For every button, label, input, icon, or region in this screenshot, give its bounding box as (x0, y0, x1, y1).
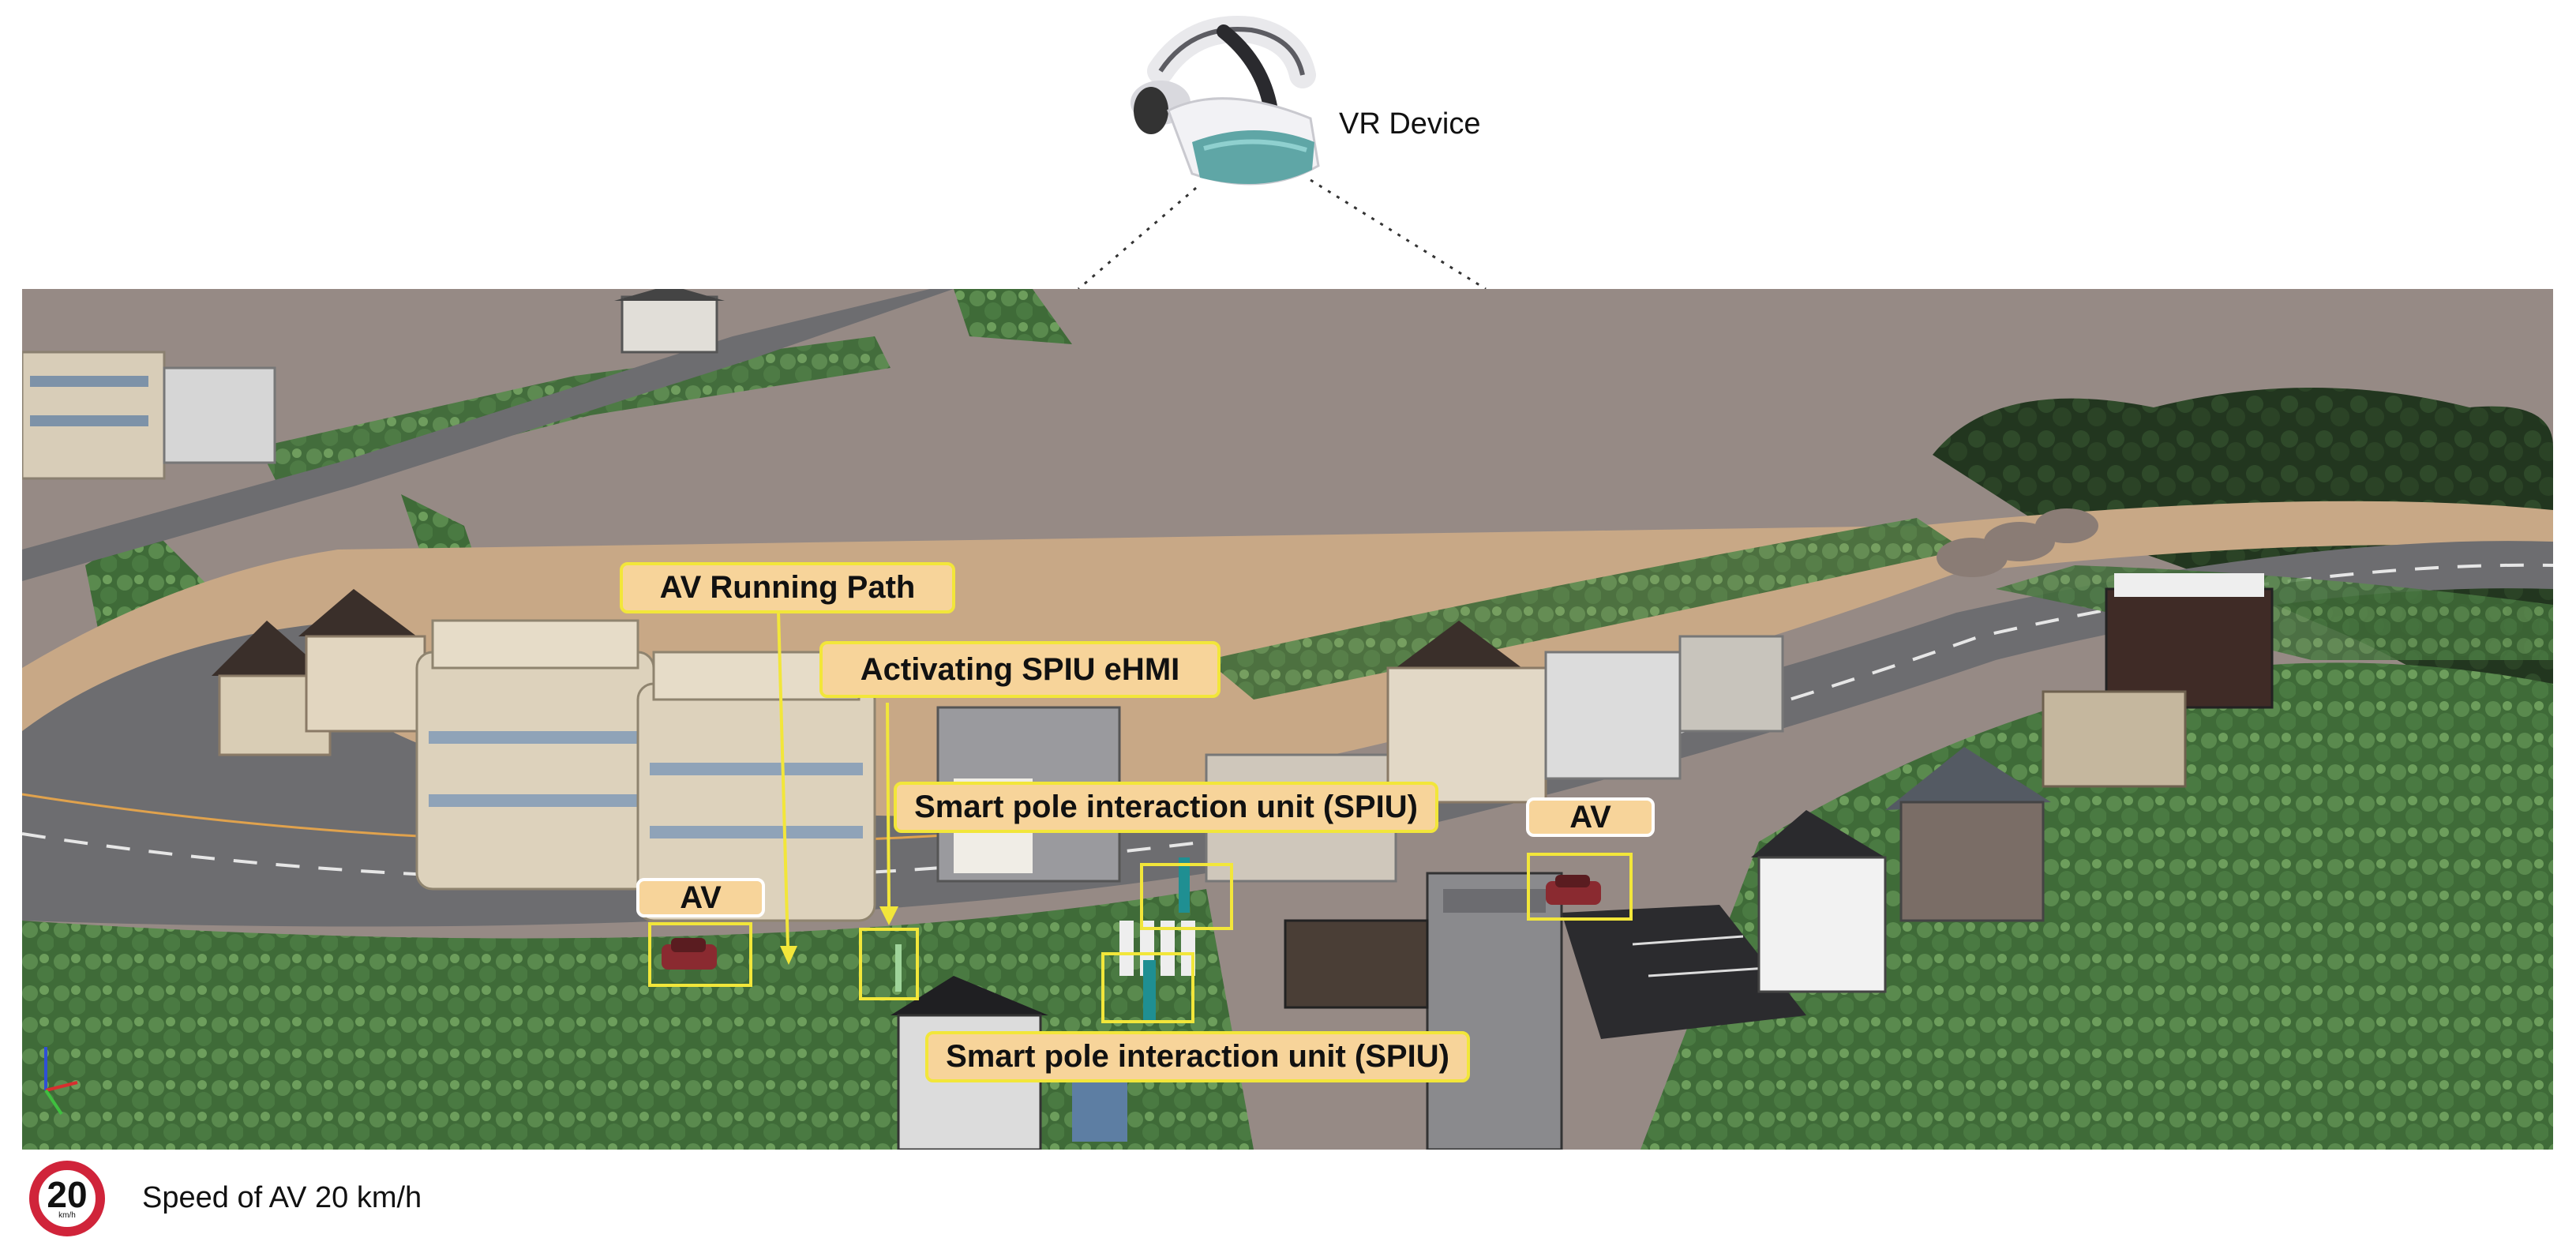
spiu-pole-bottom (1143, 960, 1156, 1023)
speed-sign-value: 20 (47, 1174, 88, 1215)
speed-limit-sign-icon: 20 km/h (29, 1161, 105, 1236)
projection-lines (1078, 178, 1487, 291)
spiu-bottom-highlight (1101, 952, 1194, 1023)
axis-gizmo (44, 1047, 78, 1116)
scene-render (22, 289, 2553, 1150)
av-right-label: AV (1526, 797, 1655, 837)
vr-headset-icon (1131, 16, 1320, 186)
spiu-pole-activating (895, 944, 902, 992)
activating-spiu-ehmi-label: Activating SPIU eHMI (819, 641, 1221, 698)
vr-device-label: VR Device (1339, 107, 1481, 141)
av-car-left (662, 938, 717, 970)
speed-sign-unit: km/h (58, 1211, 76, 1220)
speed-caption: Speed of AV 20 km/h (142, 1181, 422, 1214)
av-running-path-label: AV Running Path (620, 562, 955, 613)
spiu-activating-highlight (859, 928, 919, 1000)
av-left-label: AV (636, 878, 765, 917)
spiu-pole-top (1179, 857, 1190, 913)
spiu-top-highlight (1140, 863, 1233, 930)
spiu-top-label: Smart pole interaction unit (SPIU) (894, 782, 1438, 833)
av-right-highlight (1527, 853, 1633, 921)
av-left-highlight (648, 922, 752, 987)
spiu-bottom-label: Smart pole interaction unit (SPIU) (925, 1031, 1470, 1082)
av-car-right (1546, 875, 1601, 905)
